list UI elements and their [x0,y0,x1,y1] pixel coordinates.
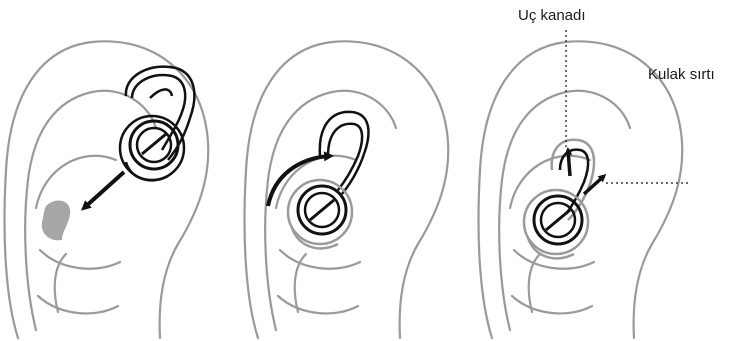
earbud [120,67,194,181]
tip-wing-label: Uç kanadı [518,7,586,24]
ear-canal-shape [42,200,70,240]
step-2-rotate-earbud [245,41,449,338]
step-1-insert-earbud [5,41,209,338]
earbud [288,112,368,249]
insert-arrow-icon [84,172,124,208]
ear-ridge-label: Kulak sırtı [648,66,715,83]
